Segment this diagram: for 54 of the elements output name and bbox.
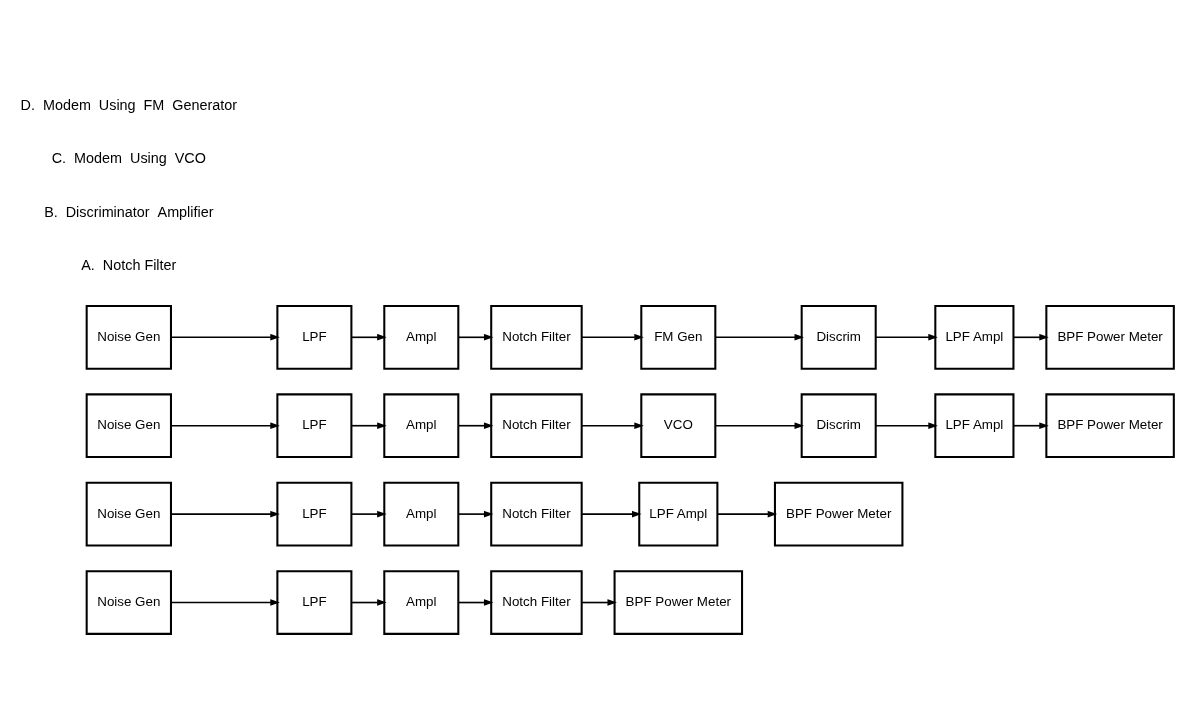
node-box: BPF Power Meter [613, 569, 744, 635]
node-box: VCO [640, 392, 717, 458]
node-box: LPF Ampl [638, 481, 719, 546]
node-box: LPF [276, 392, 353, 458]
node-box: Notch Filter [490, 569, 583, 635]
label: B. Discriminator Amplifier [44, 203, 214, 220]
label: D. Modem Using FM Generator [20, 96, 238, 113]
node-box: Notch Filter [490, 304, 583, 370]
node-box: Ampl [383, 304, 460, 370]
node-box: BPF Power Meter [1045, 304, 1175, 370]
node-box: Notch Filter [490, 481, 583, 546]
arrow [457, 598, 494, 606]
node-box: Discrim [800, 392, 877, 458]
arrow [716, 510, 778, 517]
node-box: Noise Gen [85, 392, 172, 458]
node-box: Ampl [383, 392, 460, 458]
arrow [875, 333, 938, 341]
node-box: Noise Gen [85, 481, 172, 546]
label: C. Modem Using VCO [51, 149, 206, 166]
node-box: LPF [276, 481, 353, 546]
node-box: LPF [276, 304, 353, 370]
node-box: BPF Power Meter [773, 481, 904, 546]
arrow [1012, 421, 1049, 429]
label: A. Notch Filter [81, 256, 177, 273]
node-box: Discrim [800, 304, 877, 370]
node-box: Noise Gen [85, 304, 172, 370]
arrow [457, 510, 494, 517]
arrow [714, 333, 804, 341]
arrow [350, 510, 387, 517]
arrow [170, 598, 280, 606]
node-box: LPF [276, 569, 353, 635]
arrow [1012, 333, 1049, 341]
node-box: Ampl [383, 481, 460, 546]
arrow [350, 421, 387, 429]
node-box: BPF Power Meter [1045, 392, 1175, 458]
arrow [170, 510, 280, 517]
arrow [714, 421, 804, 429]
node-box: Noise Gen [85, 569, 172, 635]
node-box: LPF Ampl [934, 304, 1015, 370]
arrow [457, 333, 494, 341]
arrow [170, 333, 280, 341]
arrow [350, 598, 387, 606]
arrow [170, 421, 280, 429]
arrow [350, 333, 387, 341]
node-box: Notch Filter [490, 392, 583, 458]
node-box: FM Gen [640, 304, 717, 370]
arrow [580, 333, 644, 341]
arrow [580, 598, 617, 606]
arrow [580, 421, 644, 429]
arrow [875, 421, 938, 429]
arrow [457, 421, 494, 429]
arrow [580, 510, 642, 517]
node-box: Ampl [383, 569, 460, 635]
node-box: LPF Ampl [934, 392, 1015, 458]
